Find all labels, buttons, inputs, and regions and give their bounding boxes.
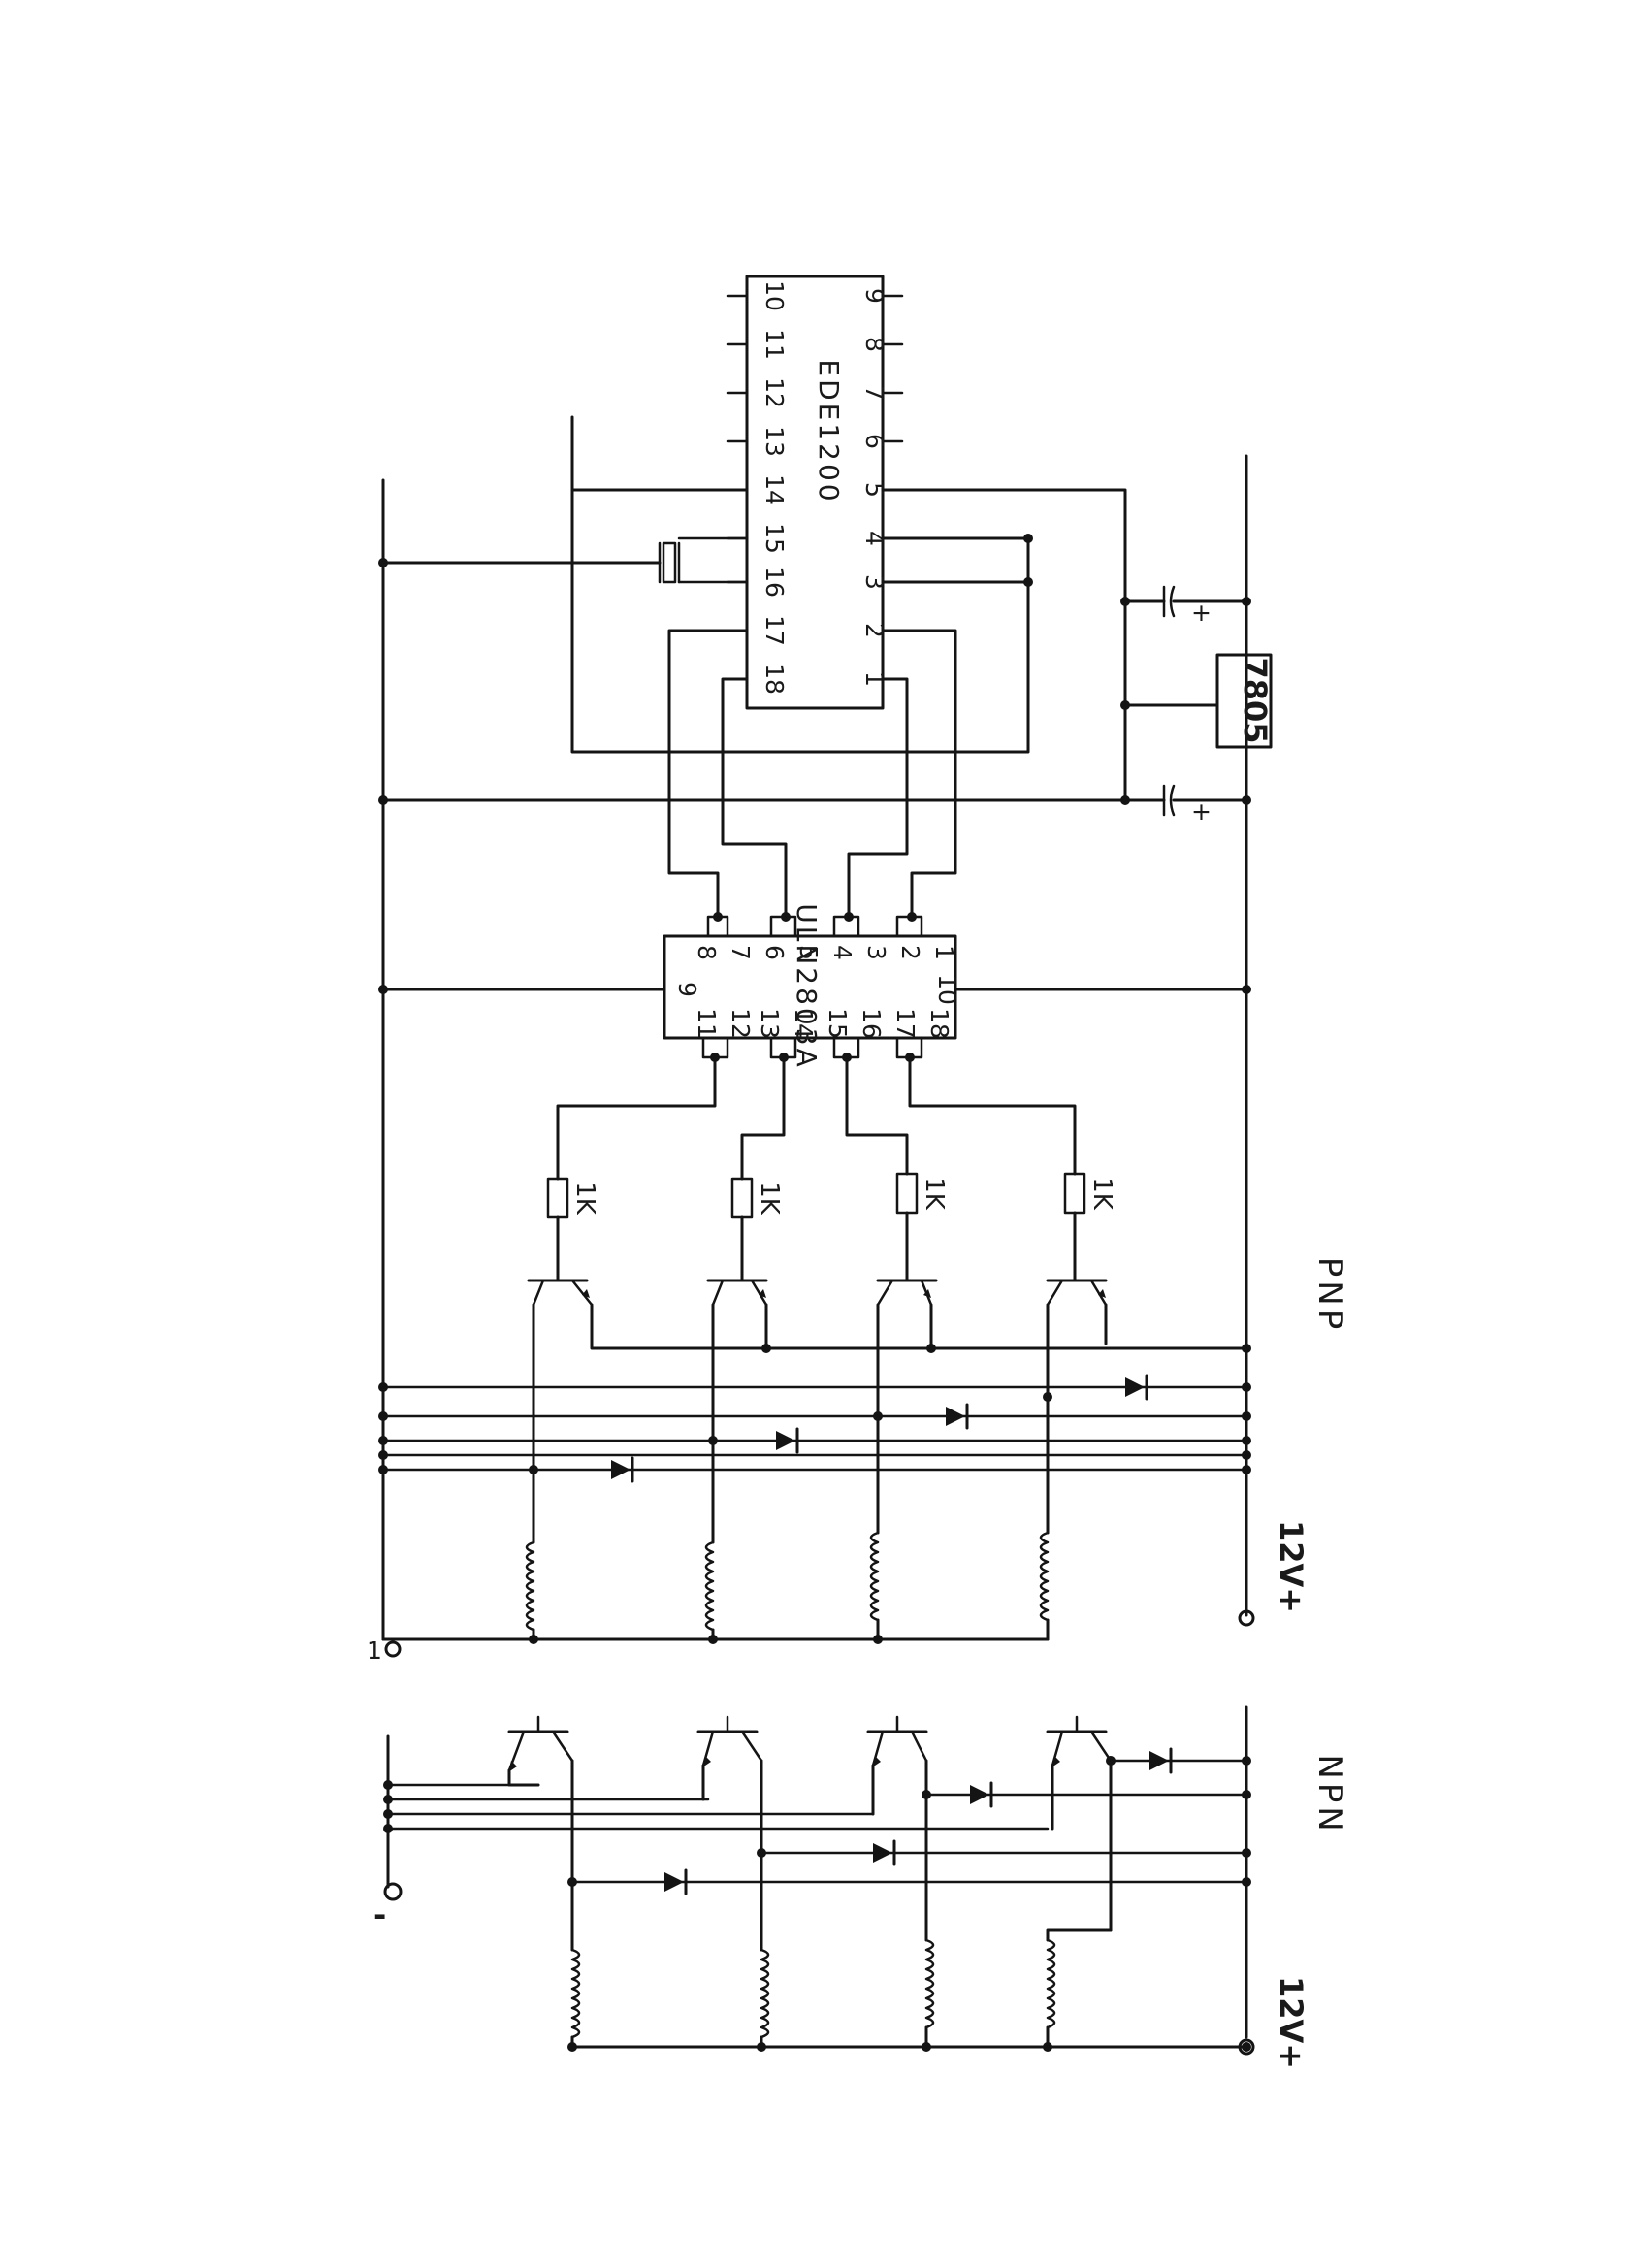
ede1200-pin-11: 11 (760, 329, 789, 360)
npn-coil-3 (924, 1793, 935, 2049)
regulator-label: 7805 (1237, 657, 1274, 743)
capacitor-2: + (378, 784, 1248, 826)
npn-transistor-2 (696, 1715, 763, 1855)
ede1200-pin-3: 3 (860, 574, 889, 590)
supply-rail (1238, 454, 1255, 1627)
uln-pin-14: 14 (790, 1008, 818, 1039)
pnp-coil-3 (869, 1414, 880, 1641)
npn-diode-3 (970, 1781, 993, 1808)
npn-diode-1 (664, 1868, 688, 1895)
pnp-coil-common: 1 (367, 1635, 1050, 1665)
pnp-diode-3 (946, 1403, 969, 1430)
svg-text:1K: 1K (920, 1177, 949, 1211)
npn-transistor-1 (507, 1715, 574, 1884)
ede1200-pin-16: 16 (760, 567, 789, 598)
pnp-section-label: PNP (1310, 1257, 1349, 1333)
pnp-transistor-2 (706, 1279, 771, 1442)
resistor-4: 1K (1063, 1172, 1116, 1282)
pnp-coil-4 (1039, 1395, 1050, 1641)
pnp-supply-label: 12V+ (1273, 1520, 1310, 1613)
pnp-coil-1 (525, 1468, 535, 1641)
ede1200-pin-2: 2 (860, 623, 889, 638)
uln-pin-3: 3 (862, 945, 890, 960)
pnp-diode-1 (611, 1456, 634, 1483)
capacitor-1: + (1120, 585, 1248, 627)
resistor-1: 1K (546, 1177, 599, 1282)
ground-note: 1 (367, 1636, 382, 1665)
ede1200-pin-5: 5 (860, 482, 889, 498)
ede1200-label: EDE1200 (813, 359, 845, 503)
npn-diode-paths (567, 1756, 1251, 1887)
ede1200-pin-15: 15 (760, 523, 789, 554)
uln-pin-1: 1 (930, 945, 958, 960)
npn-coil-4 (1046, 1928, 1113, 2049)
svg-text:+: + (1191, 599, 1212, 627)
ede1200-pin-10: 10 (760, 280, 789, 311)
ede1200-pin-17: 17 (760, 615, 789, 646)
npn-diode-2 (873, 1839, 896, 1866)
svg-text:1K: 1K (755, 1182, 784, 1215)
uln2803a-chip: ULN2803A 1 2 3 4 5 6 7 8 18 17 16 15 14 … (663, 903, 961, 1070)
pnp-transistor-3 (876, 1279, 938, 1418)
uln-pin-12: 12 (727, 1008, 755, 1039)
npn-buses (383, 1780, 1050, 1833)
uln-pin-4: 4 (828, 945, 857, 960)
ede1200-left-pins (726, 294, 749, 681)
uln-pin-7: 7 (727, 945, 755, 960)
npn-coil-common (567, 2042, 1251, 2052)
npn-supply-label: 12V+ (1273, 1976, 1310, 2069)
pnp-transistor-1 (527, 1279, 1248, 1472)
ground-minus: - (373, 1896, 386, 1933)
npn-diode-4 (1149, 1747, 1173, 1774)
ede1200-pin-1: 1 (860, 671, 889, 687)
ede1200-pin-7: 7 (860, 385, 889, 401)
pnp-transistor-4 (1046, 1279, 1251, 1399)
regulator-7805: 7805 (1120, 597, 1274, 805)
ede1200-chip: EDE1200 9 8 7 6 5 4 (726, 275, 904, 710)
uln-pin-18: 18 (925, 1008, 954, 1039)
ede1200-pin-14: 14 (760, 474, 789, 505)
pnp-diode-2 (776, 1427, 799, 1454)
uln-pin-5: 5 (794, 945, 823, 960)
ede1200-pin-13: 13 (760, 426, 789, 457)
ede1200-pin-12: 12 (760, 377, 789, 408)
uln-pin-2: 2 (896, 945, 924, 960)
npn-coil-1 (570, 1880, 581, 2049)
uln-pin-15: 15 (824, 1008, 852, 1039)
ede1200-pin-4: 4 (860, 531, 889, 546)
uln-pin-9: 9 (673, 982, 701, 997)
svg-text:1K: 1K (1087, 1177, 1116, 1211)
uln-pin-8: 8 (693, 945, 721, 960)
uln-pin-17: 17 (891, 1008, 920, 1039)
resistor-2: 1K (730, 1177, 784, 1282)
ede1200-pin-6: 6 (860, 434, 889, 449)
npn-ground-rail: - (373, 1734, 403, 1933)
ede1200-pin-8: 8 (860, 337, 889, 352)
npn-transistor-4 (1046, 1715, 1113, 1932)
npn-transistor-3 (866, 1715, 928, 1816)
uln-pin-13: 13 (756, 1008, 784, 1039)
ede1200-wiring (378, 415, 1127, 919)
resistor-3: 1K (895, 1172, 949, 1282)
npn-section-label: NPN (1310, 1754, 1349, 1834)
svg-text:+: + (1191, 797, 1212, 826)
svg-text:1K: 1K (570, 1182, 599, 1215)
ede1200-pin-18: 18 (760, 664, 789, 695)
uln-pin-6: 6 (760, 945, 789, 960)
uln-pin-16: 16 (857, 1008, 886, 1039)
pnp-buses (378, 1382, 1251, 1474)
ede1200-pin-9: 9 (860, 288, 889, 304)
uln-pin-11: 11 (693, 1008, 721, 1039)
uln-wiring (378, 912, 1251, 1181)
pnp-diode-4 (1125, 1374, 1148, 1401)
